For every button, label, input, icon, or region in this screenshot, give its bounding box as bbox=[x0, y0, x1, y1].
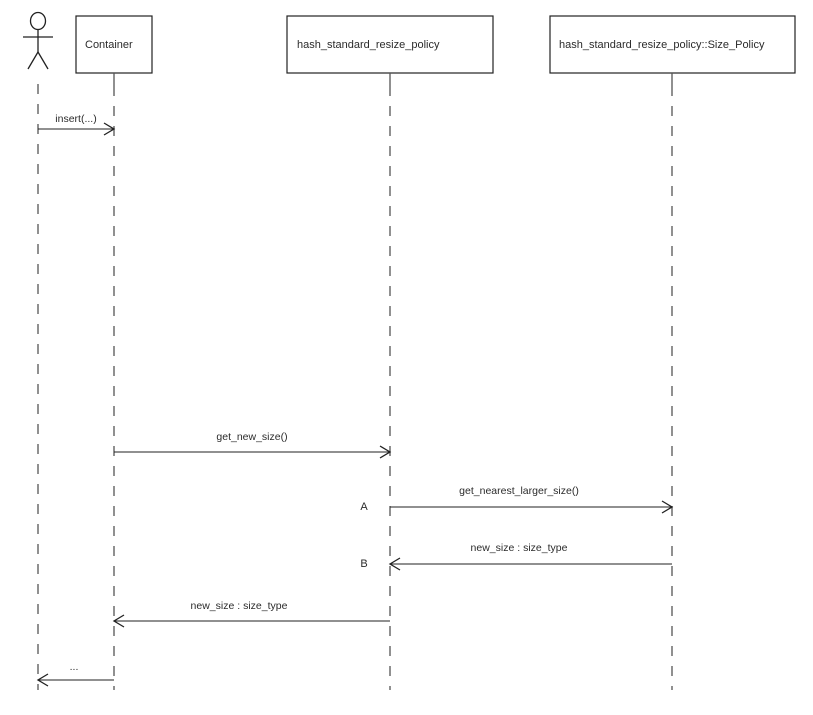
message-label-insert: insert(...) bbox=[55, 113, 96, 125]
stick-figure-actor-icon bbox=[23, 11, 53, 70]
message-get-new-size[interactable]: get_new_size() bbox=[114, 431, 392, 459]
message-return-new-size-outer[interactable]: new_size : size_type bbox=[112, 600, 390, 628]
message-arrowhead-insert bbox=[103, 122, 116, 136]
message-return-new-size-inner[interactable]: B new_size : size_type bbox=[360, 542, 672, 571]
message-label-get-new-size: get_new_size() bbox=[216, 431, 287, 443]
participant-label-policy: hash_standard_resize_policy bbox=[297, 39, 440, 51]
participant-container[interactable]: Container bbox=[75, 15, 153, 690]
message-marker-b: B bbox=[360, 558, 367, 570]
participant-box-container[interactable] bbox=[75, 15, 153, 74]
participant-label-size-policy: hash_standard_resize_policy::Size_Policy bbox=[559, 39, 765, 51]
message-insert[interactable]: insert(...) bbox=[38, 113, 116, 136]
participant-box-size-policy[interactable] bbox=[549, 15, 796, 74]
message-get-nearest-larger-size[interactable]: A get_nearest_larger_size() bbox=[360, 485, 674, 514]
message-marker-a: A bbox=[360, 501, 368, 513]
participant-policy[interactable]: hash_standard_resize_policy bbox=[286, 15, 494, 690]
message-arrowhead-get-new-size bbox=[379, 445, 392, 459]
participant-label-container: Container bbox=[85, 39, 133, 51]
participant-actor[interactable] bbox=[23, 11, 53, 691]
message-arrowhead-return-new-size-inner bbox=[388, 557, 401, 571]
participant-box-policy[interactable] bbox=[286, 15, 494, 74]
message-label-return-ellipsis: ... bbox=[70, 661, 79, 673]
participant-size-policy[interactable]: hash_standard_resize_policy::Size_Policy bbox=[549, 15, 796, 690]
message-arrowhead-get-nearest-larger-size bbox=[661, 500, 674, 514]
message-label-return-new-size-outer: new_size : size_type bbox=[191, 600, 288, 612]
message-return-ellipsis[interactable]: ... bbox=[36, 661, 114, 687]
message-arrowhead-return-new-size-outer bbox=[112, 614, 125, 628]
message-label-return-new-size-inner: new_size : size_type bbox=[471, 542, 568, 554]
message-label-get-nearest-larger-size: get_nearest_larger_size() bbox=[459, 485, 579, 497]
message-arrowhead-return-ellipsis bbox=[36, 673, 49, 687]
